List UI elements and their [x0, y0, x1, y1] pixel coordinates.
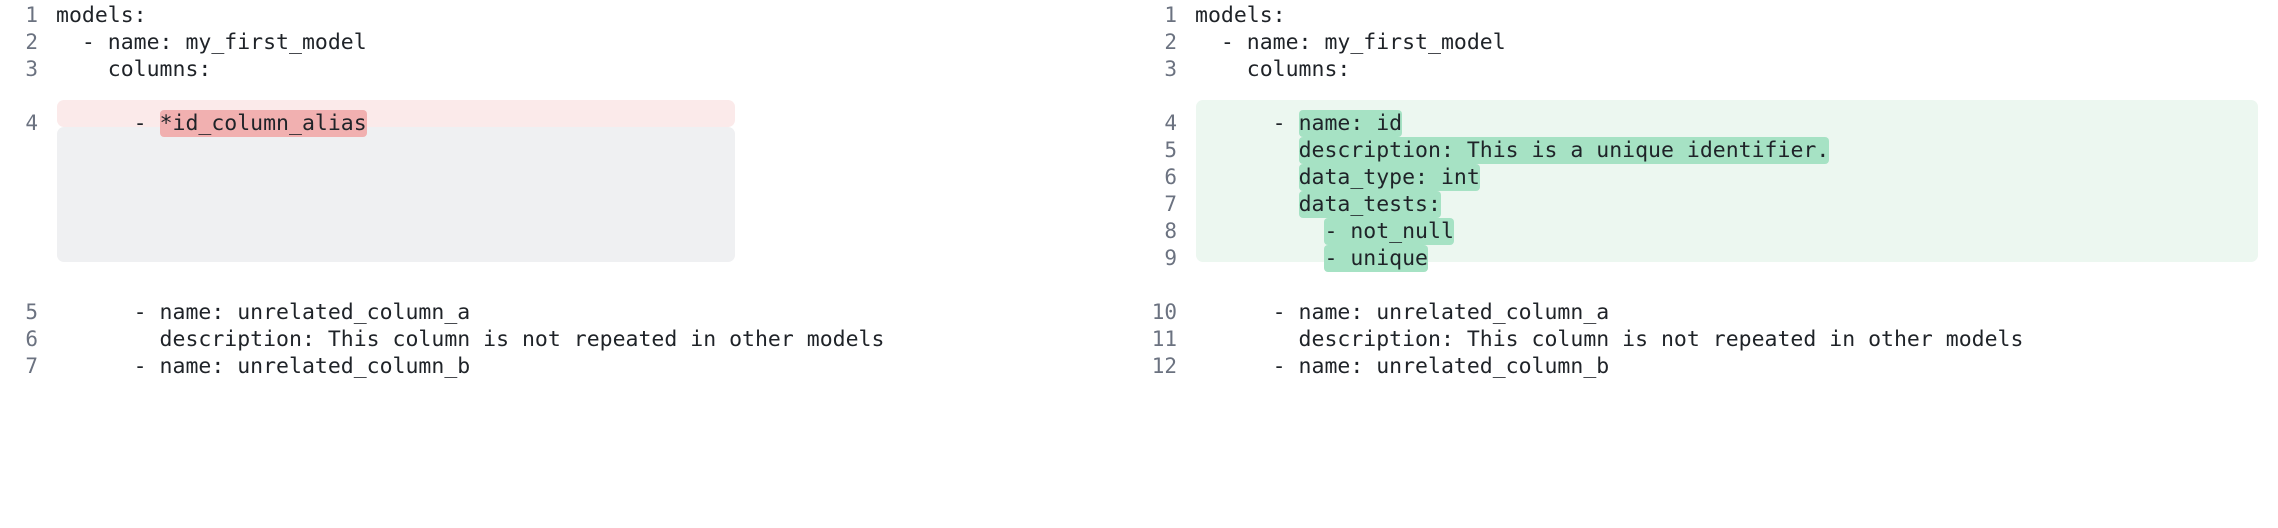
filler-row	[0, 245, 1139, 272]
line-number: 3	[1164, 57, 1177, 81]
filler-row	[0, 137, 1139, 164]
line-content: data_type: int	[1177, 164, 1480, 191]
line-content: - name: unrelated_column_a	[56, 300, 471, 325]
line-number: 4	[1164, 111, 1177, 135]
filler-block-background	[57, 127, 735, 262]
line-content: models:	[56, 3, 147, 28]
filler-row	[0, 218, 1139, 245]
code-lines-before: 1 models: 2 - name: my_first_model 3 col…	[0, 0, 1139, 380]
line-prefix	[1195, 219, 1324, 244]
line-content: description: This column is not repeated…	[1195, 327, 2024, 352]
line-prefix	[1195, 192, 1299, 217]
added-token: data_type: int	[1298, 164, 1480, 191]
line-number: 2	[1164, 30, 1177, 54]
diff-line[interactable]: 11 description: This column is not repea…	[1139, 326, 2278, 353]
line-content: - name: unrelated_column_b	[1195, 354, 1610, 379]
diff-line-added[interactable]: 7 data_tests:	[1139, 191, 2278, 218]
line-content: - unique	[1177, 245, 1429, 272]
line-number: 12	[1151, 354, 1177, 378]
filler-row	[0, 191, 1139, 218]
line-content: - name: my_first_model	[1195, 30, 1506, 55]
diff-line[interactable]: 7 - name: unrelated_column_b	[0, 353, 1139, 380]
line-content: - not_null	[1177, 218, 1454, 245]
diff-line[interactable]: 6 description: This column is not repeat…	[0, 326, 1139, 353]
line-content: columns:	[56, 57, 212, 82]
line-number: 9	[1164, 246, 1177, 270]
code-lines-after: 1 models: 2 - name: my_first_model 3 col…	[1139, 0, 2278, 380]
deleted-token: *id_column_alias	[159, 110, 367, 137]
diff-pane-before: 1 models: 2 - name: my_first_model 3 col…	[0, 0, 1139, 380]
line-content: - *id_column_alias	[38, 110, 367, 137]
line-number: 1	[1164, 3, 1177, 27]
line-content: - name: unrelated_column_b	[56, 354, 471, 379]
diff-line[interactable]: 10 - name: unrelated_column_a	[1139, 299, 2278, 326]
added-token: description: This is a unique identifier…	[1298, 137, 1830, 164]
line-prefix	[1195, 246, 1324, 271]
diff-line[interactable]: 2 - name: my_first_model	[1139, 29, 2278, 56]
diff-line-added[interactable]: 8 - not_null	[1139, 218, 2278, 245]
filler-row	[0, 164, 1139, 191]
line-prefix	[1195, 165, 1299, 190]
line-content: description: This is a unique identifier…	[1177, 137, 1830, 164]
diff-line[interactable]: 3 columns:	[0, 56, 1139, 83]
line-prefix: -	[56, 111, 160, 136]
line-number: 5	[25, 300, 38, 324]
diff-line-added[interactable]: 4 - name: id	[1139, 110, 2278, 137]
line-number: 11	[1151, 327, 1177, 351]
line-content: description: This column is not repeated…	[56, 327, 885, 352]
line-number: 6	[1164, 165, 1177, 189]
line-gap	[1139, 272, 2278, 299]
line-number: 4	[25, 111, 38, 135]
line-content: data_tests:	[1177, 191, 1441, 218]
line-number: 2	[25, 30, 38, 54]
line-gap	[0, 272, 1139, 299]
added-token: data_tests:	[1298, 191, 1441, 218]
line-number: 8	[1164, 219, 1177, 243]
line-number: 6	[25, 327, 38, 351]
diff-line[interactable]: 3 columns:	[1139, 56, 2278, 83]
line-number: 7	[25, 354, 38, 378]
line-content: - name: my_first_model	[56, 30, 367, 55]
line-number: 5	[1164, 138, 1177, 162]
added-token: - unique	[1324, 245, 1429, 272]
line-number: 3	[25, 57, 38, 81]
line-number: 7	[1164, 192, 1177, 216]
line-content: models:	[1195, 3, 1286, 28]
diff-line-added[interactable]: 6 data_type: int	[1139, 164, 2278, 191]
diff-line-added[interactable]: 5 description: This is a unique identifi…	[1139, 137, 2278, 164]
line-number: 1	[25, 3, 38, 27]
line-gap	[1139, 83, 2278, 110]
line-prefix	[1195, 138, 1299, 163]
diff-line-added[interactable]: 9 - unique	[1139, 245, 2278, 272]
diff-line[interactable]: 2 - name: my_first_model	[0, 29, 1139, 56]
line-gap	[0, 83, 1139, 110]
added-token: - not_null	[1324, 218, 1454, 245]
line-prefix: -	[1195, 111, 1299, 136]
diff-pane-after: 1 models: 2 - name: my_first_model 3 col…	[1139, 0, 2278, 528]
line-content: - name: unrelated_column_a	[1195, 300, 1610, 325]
line-content: columns:	[1195, 57, 1351, 82]
diff-line[interactable]: 1 models:	[0, 2, 1139, 29]
diff-line-deleted[interactable]: 4 - *id_column_alias	[0, 110, 1139, 137]
added-token: name: id	[1298, 110, 1403, 137]
diff-line[interactable]: 12 - name: unrelated_column_b	[1139, 353, 2278, 380]
line-content: - name: id	[1177, 110, 1403, 137]
line-number: 10	[1151, 300, 1177, 324]
diff-line[interactable]: 5 - name: unrelated_column_a	[0, 299, 1139, 326]
diff-line[interactable]: 1 models:	[1139, 2, 2278, 29]
